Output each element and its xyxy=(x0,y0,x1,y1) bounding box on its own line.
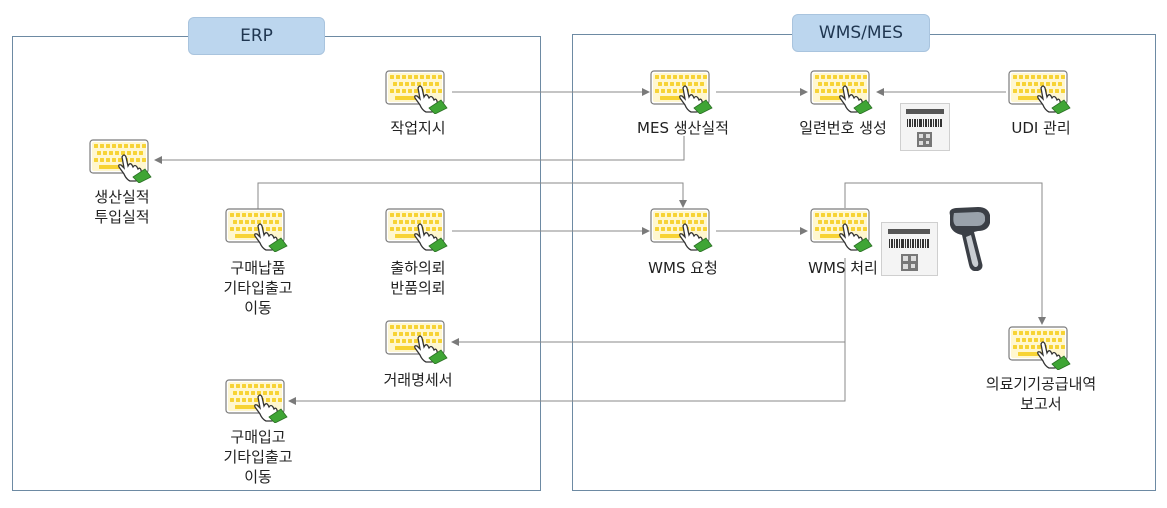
node-supply-report-icon xyxy=(1008,326,1074,370)
node-purchase-receipt-icon xyxy=(225,379,291,423)
label-line: UDI 관리 xyxy=(1011,119,1071,137)
node-prod-result-icon xyxy=(89,139,155,183)
label-line: 작업지시 xyxy=(390,119,446,137)
label-line: MES 생산실적 xyxy=(637,119,729,137)
arrow-process-to-receipt xyxy=(288,342,846,405)
node-work-order-icon xyxy=(385,70,451,114)
node-mes-result-icon xyxy=(650,70,716,114)
label-line: 거래명세서 xyxy=(383,371,453,389)
label-line: 구매입고 xyxy=(230,428,286,446)
node-udi-mgmt-label: UDI 관리 xyxy=(1011,118,1070,138)
label-line: 일련번호 생성 xyxy=(799,119,887,137)
node-statement-label: 거래명세서 xyxy=(383,370,452,390)
label-line: 출하의뢰 xyxy=(390,259,446,277)
label-line: 기타입출고 xyxy=(223,448,293,466)
node-serial-gen-label: 일련번호 생성 xyxy=(799,118,887,138)
node-wms-request-icon xyxy=(650,208,716,252)
node-udi-mgmt-icon xyxy=(1008,70,1074,114)
label-line: 의료기기공급내역 xyxy=(985,375,1097,393)
node-wms-request-label: WMS 요청 xyxy=(648,258,718,278)
barcode-scanner-icon xyxy=(944,205,1000,277)
node-shipment-request-icon xyxy=(385,208,451,252)
barcode-label-icon xyxy=(881,222,938,280)
node-mes-result-label: MES 생산실적 xyxy=(637,118,729,138)
label-line: 생산실적 xyxy=(94,188,150,206)
label-line: 이동 xyxy=(244,468,272,486)
label-line: 반품의뢰 xyxy=(390,279,446,297)
node-serial-gen-icon xyxy=(810,70,876,114)
label-line: 구매납품 xyxy=(230,259,286,277)
label-line: 보고서 xyxy=(1020,395,1062,413)
node-work-order-label: 작업지시 xyxy=(390,118,445,138)
node-wms-process-label: WMS 처리 xyxy=(808,258,878,278)
label-line: WMS 처리 xyxy=(808,259,878,277)
node-purchase-delivery-icon xyxy=(225,208,291,252)
erp-panel-title: ERP xyxy=(188,17,325,55)
barcode-label-icon xyxy=(900,103,950,155)
label-line: 이동 xyxy=(244,299,272,317)
node-statement-icon xyxy=(385,320,451,364)
label-line: 투입실적 xyxy=(94,208,150,226)
wms-panel-title: WMS/MES xyxy=(792,14,930,52)
arrow-mes-to-prodresult xyxy=(154,136,685,164)
node-wms-process-icon xyxy=(810,208,876,252)
arrow-purchase-to-wmsrequest xyxy=(257,182,687,210)
arrow-process-to-report xyxy=(844,182,1046,325)
label-line: 기타입출고 xyxy=(223,279,293,297)
label-line: WMS 요청 xyxy=(648,259,718,277)
